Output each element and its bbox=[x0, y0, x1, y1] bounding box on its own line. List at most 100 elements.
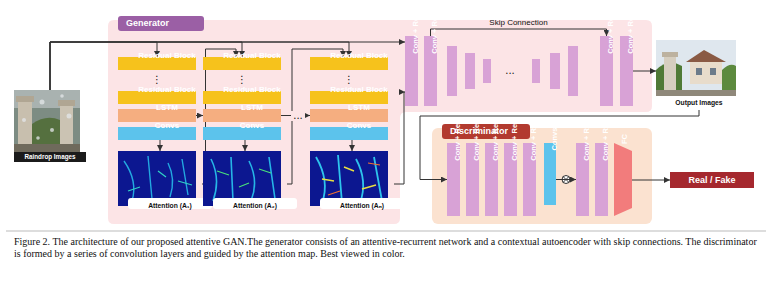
decoder-bar bbox=[447, 46, 457, 96]
decoder-bar bbox=[447, 46, 578, 96]
raindrop-photo bbox=[14, 144, 80, 152]
layer-bar: Conv + Relu bbox=[504, 143, 517, 216]
process-box: LSTM bbox=[203, 109, 281, 122]
raindrop-photo bbox=[14, 90, 80, 152]
node-label: Attention (A₁) bbox=[128, 198, 212, 209]
connector-arrow bbox=[352, 140, 353, 151]
discriminator-panel bbox=[432, 128, 652, 224]
node-label: LSTM bbox=[340, 100, 378, 115]
process-box: LSTM bbox=[310, 109, 388, 122]
ellipsis-mark: ⋮ bbox=[152, 75, 162, 85]
output-photo bbox=[656, 40, 736, 96]
raindrop-photo bbox=[22, 94, 72, 140]
process-box: LSTM bbox=[118, 109, 196, 122]
edge-label: Skip Connection bbox=[489, 19, 547, 27]
image-panel: Attention (A₂) bbox=[203, 151, 287, 217]
raindrop-photo bbox=[16, 96, 34, 102]
attention-map bbox=[128, 171, 192, 191]
group-region: GeneratorResidual BlockResidual BlockLST… bbox=[108, 20, 652, 224]
node-label: Output Images bbox=[656, 96, 742, 110]
raindrop-photo bbox=[22, 118, 26, 122]
panel-title: Generator bbox=[118, 16, 204, 31]
node-label: Convs bbox=[547, 120, 562, 159]
node-label: Conv + Relu bbox=[469, 109, 484, 169]
layer-bar: FC bbox=[614, 143, 632, 216]
layer-bar: Conv + Relu bbox=[600, 36, 613, 106]
raindrop-photo bbox=[32, 118, 60, 146]
layer-bar: Conv + Relu bbox=[576, 143, 589, 216]
node-label: LSTM bbox=[233, 100, 271, 115]
layer-bar: Conv + Relu bbox=[595, 143, 608, 216]
node-label: Residual Block bbox=[322, 82, 395, 97]
output-photo bbox=[690, 62, 722, 84]
raindrop-photo bbox=[67, 114, 72, 119]
output-photo bbox=[662, 52, 678, 57]
ellipsis-mark: ⋮ bbox=[344, 75, 354, 85]
node-label: Convs bbox=[147, 118, 187, 133]
process-box: Convs bbox=[310, 127, 388, 140]
node-label: Residual Block bbox=[130, 48, 203, 63]
attention-map bbox=[322, 167, 376, 189]
process-box: Residual Block bbox=[118, 57, 196, 70]
process-box: Residual Block bbox=[203, 57, 281, 70]
raindrop-photo bbox=[58, 100, 75, 106]
decoder-bar bbox=[532, 59, 540, 83]
node-label: Raindrop Images bbox=[14, 152, 86, 162]
node-label: Conv + Relu bbox=[450, 109, 465, 169]
attention-map bbox=[124, 156, 188, 201]
connector-arrow bbox=[556, 179, 576, 180]
process-box: Convs bbox=[118, 127, 196, 140]
node-label: Conv + Relu bbox=[526, 109, 541, 169]
layer-bar: Convs bbox=[544, 143, 556, 205]
image-panel: Output Images bbox=[656, 40, 742, 110]
node-label: Convs bbox=[232, 118, 272, 133]
node-label: Conv + Relu bbox=[488, 109, 503, 169]
layer-bar: Conv + Relu bbox=[485, 143, 498, 216]
node-label: Attention (A₂) bbox=[213, 198, 297, 209]
output-photo bbox=[686, 50, 726, 62]
layer-bar: Conv + Relu bbox=[424, 36, 437, 106]
raindrop-photo bbox=[36, 136, 40, 140]
raindrop-photo bbox=[50, 128, 54, 132]
process-box: Residual Block bbox=[203, 91, 281, 104]
decoder-bar bbox=[465, 53, 475, 89]
attention-map bbox=[316, 155, 382, 203]
raindrop-photo bbox=[60, 94, 64, 98]
decoder-bar bbox=[483, 59, 491, 83]
layer-bar: Conv + Relu bbox=[447, 143, 460, 216]
node-label: LSTM bbox=[148, 100, 186, 115]
ellipsis-mark: ... bbox=[291, 111, 305, 121]
connector-arrow bbox=[160, 140, 161, 151]
caption-rule bbox=[6, 231, 766, 232]
layer-bar: Conv + Relu bbox=[466, 143, 479, 216]
attention-map bbox=[328, 163, 380, 195]
attention-map bbox=[211, 157, 275, 201]
output-photo bbox=[656, 40, 736, 96]
ellipsis-mark: ... bbox=[505, 66, 515, 76]
generator-panel bbox=[108, 20, 652, 224]
layer-bar: Conv + Relu bbox=[620, 36, 633, 106]
connector-arrow bbox=[196, 115, 203, 116]
output-photo bbox=[664, 56, 676, 92]
output-photo bbox=[710, 68, 716, 75]
node-label: Residual Block bbox=[215, 48, 288, 63]
process-box: Convs bbox=[203, 127, 281, 140]
layer-bar: Conv + Relu bbox=[405, 36, 418, 106]
attention-map bbox=[217, 169, 271, 187]
group-region: DiscriminatorConv + ReluConv + ReluConv … bbox=[432, 128, 652, 224]
raindrop-photo bbox=[60, 104, 73, 146]
output-photo bbox=[696, 68, 702, 75]
process-box: Residual Block bbox=[310, 57, 388, 70]
node-label: Residual Block bbox=[130, 82, 203, 97]
connector-arrow bbox=[394, 92, 405, 184]
image-panel: Attention (A₁) bbox=[118, 151, 202, 217]
node-label: Residual Block bbox=[322, 48, 395, 63]
connector-arrow bbox=[632, 180, 670, 181]
node-label: Conv + Relu bbox=[598, 109, 613, 169]
node-label: Conv + Relu bbox=[427, 2, 442, 62]
connector-arrow bbox=[420, 110, 699, 180]
raindrop-photo bbox=[18, 100, 32, 146]
connector-arrow bbox=[633, 71, 656, 72]
fc-trapezoid bbox=[614, 143, 632, 216]
process-box: Residual Block bbox=[310, 91, 388, 104]
